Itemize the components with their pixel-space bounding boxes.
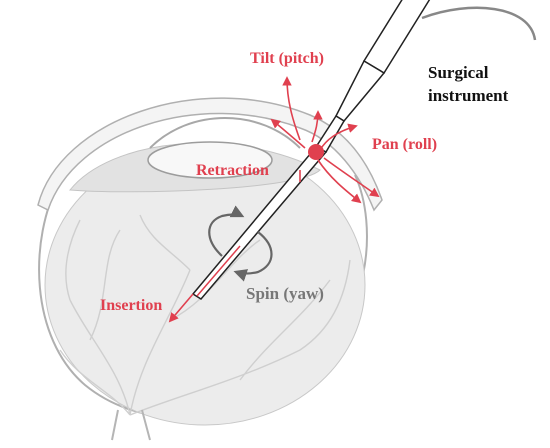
- spin-arrow-bottom: [233, 231, 273, 282]
- pan-arrow-down: [323, 157, 380, 198]
- instrument-handle: [362, 0, 431, 75]
- tilt-arrow-up: [282, 76, 301, 141]
- retinal-vessels: [59, 214, 351, 416]
- label-insertion: Insertion: [100, 297, 163, 314]
- spin-arrows: [208, 205, 273, 282]
- tilt-arrow-left: [270, 118, 306, 149]
- spin-arrow-top: [208, 205, 245, 257]
- motion-arrows: [168, 76, 380, 323]
- eyeball: [37, 97, 383, 441]
- insertion-arrow: [168, 293, 194, 323]
- label-retraction: Retraction: [196, 162, 269, 179]
- label-spin: Spin (yaw): [246, 284, 324, 303]
- label-surgical-instrument: Surgical instrument: [428, 63, 509, 105]
- pan-arrow-down-2: [317, 159, 362, 204]
- shaft-highlight: [196, 245, 241, 297]
- label-tilt: Tilt (pitch): [250, 50, 324, 67]
- label-pan: Pan (roll): [372, 136, 438, 153]
- optic-nerve: [111, 409, 151, 441]
- instrument-taper: [335, 59, 386, 122]
- pivot-point: [308, 144, 324, 160]
- cornea: [149, 117, 301, 149]
- tilt-arrow-right: [311, 110, 323, 143]
- lens: [147, 141, 273, 179]
- instrument-cable: [421, 6, 537, 41]
